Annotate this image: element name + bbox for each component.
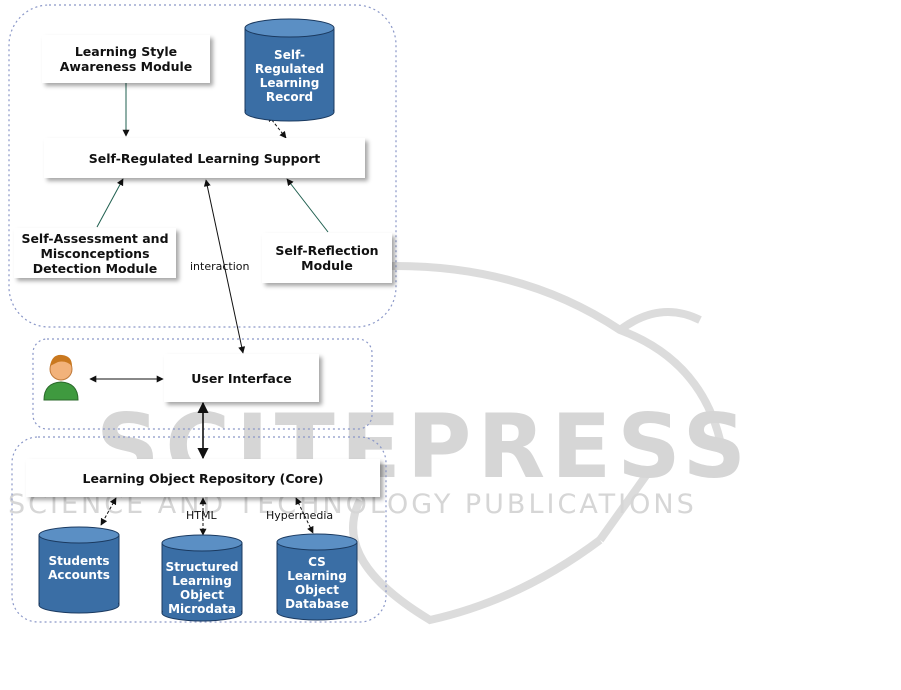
group-user-interface xyxy=(32,338,373,430)
srl-record-label: Self-Regulated Learning Record xyxy=(254,48,325,104)
html-label: HTML xyxy=(186,509,217,522)
learning-style-awareness-module: Learning Style Awareness Module xyxy=(42,35,210,83)
edge-repository-cs-db xyxy=(295,497,314,534)
edge-assessment-to-support xyxy=(96,178,124,228)
user-person-icon xyxy=(43,354,79,401)
self-reflection-module: Self-Reflection Module xyxy=(262,233,392,283)
interaction-label: interaction xyxy=(190,260,250,273)
cs-lo-db-label: CS Learning Object Database xyxy=(285,555,349,611)
edge-reflection-to-support xyxy=(286,178,329,233)
group-self-regulated-learning xyxy=(8,4,397,328)
cylinder-structured-lo xyxy=(161,534,243,622)
edge-interaction xyxy=(203,179,246,354)
students-accounts-label: Students Accounts xyxy=(48,554,110,582)
self-assessment-misconceptions-module: Self-Assessment and Misconceptions Detec… xyxy=(14,228,176,278)
user-interface-box: User Interface xyxy=(164,354,319,402)
structured-lo-label: Structured Learning Object Microdata xyxy=(165,560,239,616)
cylinder-cs-lo-db xyxy=(276,533,358,621)
cylinder-students-accounts xyxy=(38,526,120,614)
hypermedia-label: Hypermedia xyxy=(266,509,334,522)
learning-object-repository-core: Learning Object Repository (Core) xyxy=(26,459,380,497)
cylinder-srl-record xyxy=(244,18,335,122)
edge-repository-accounts xyxy=(100,497,117,526)
self-regulated-learning-support: Self-Regulated Learning Support xyxy=(44,138,365,178)
